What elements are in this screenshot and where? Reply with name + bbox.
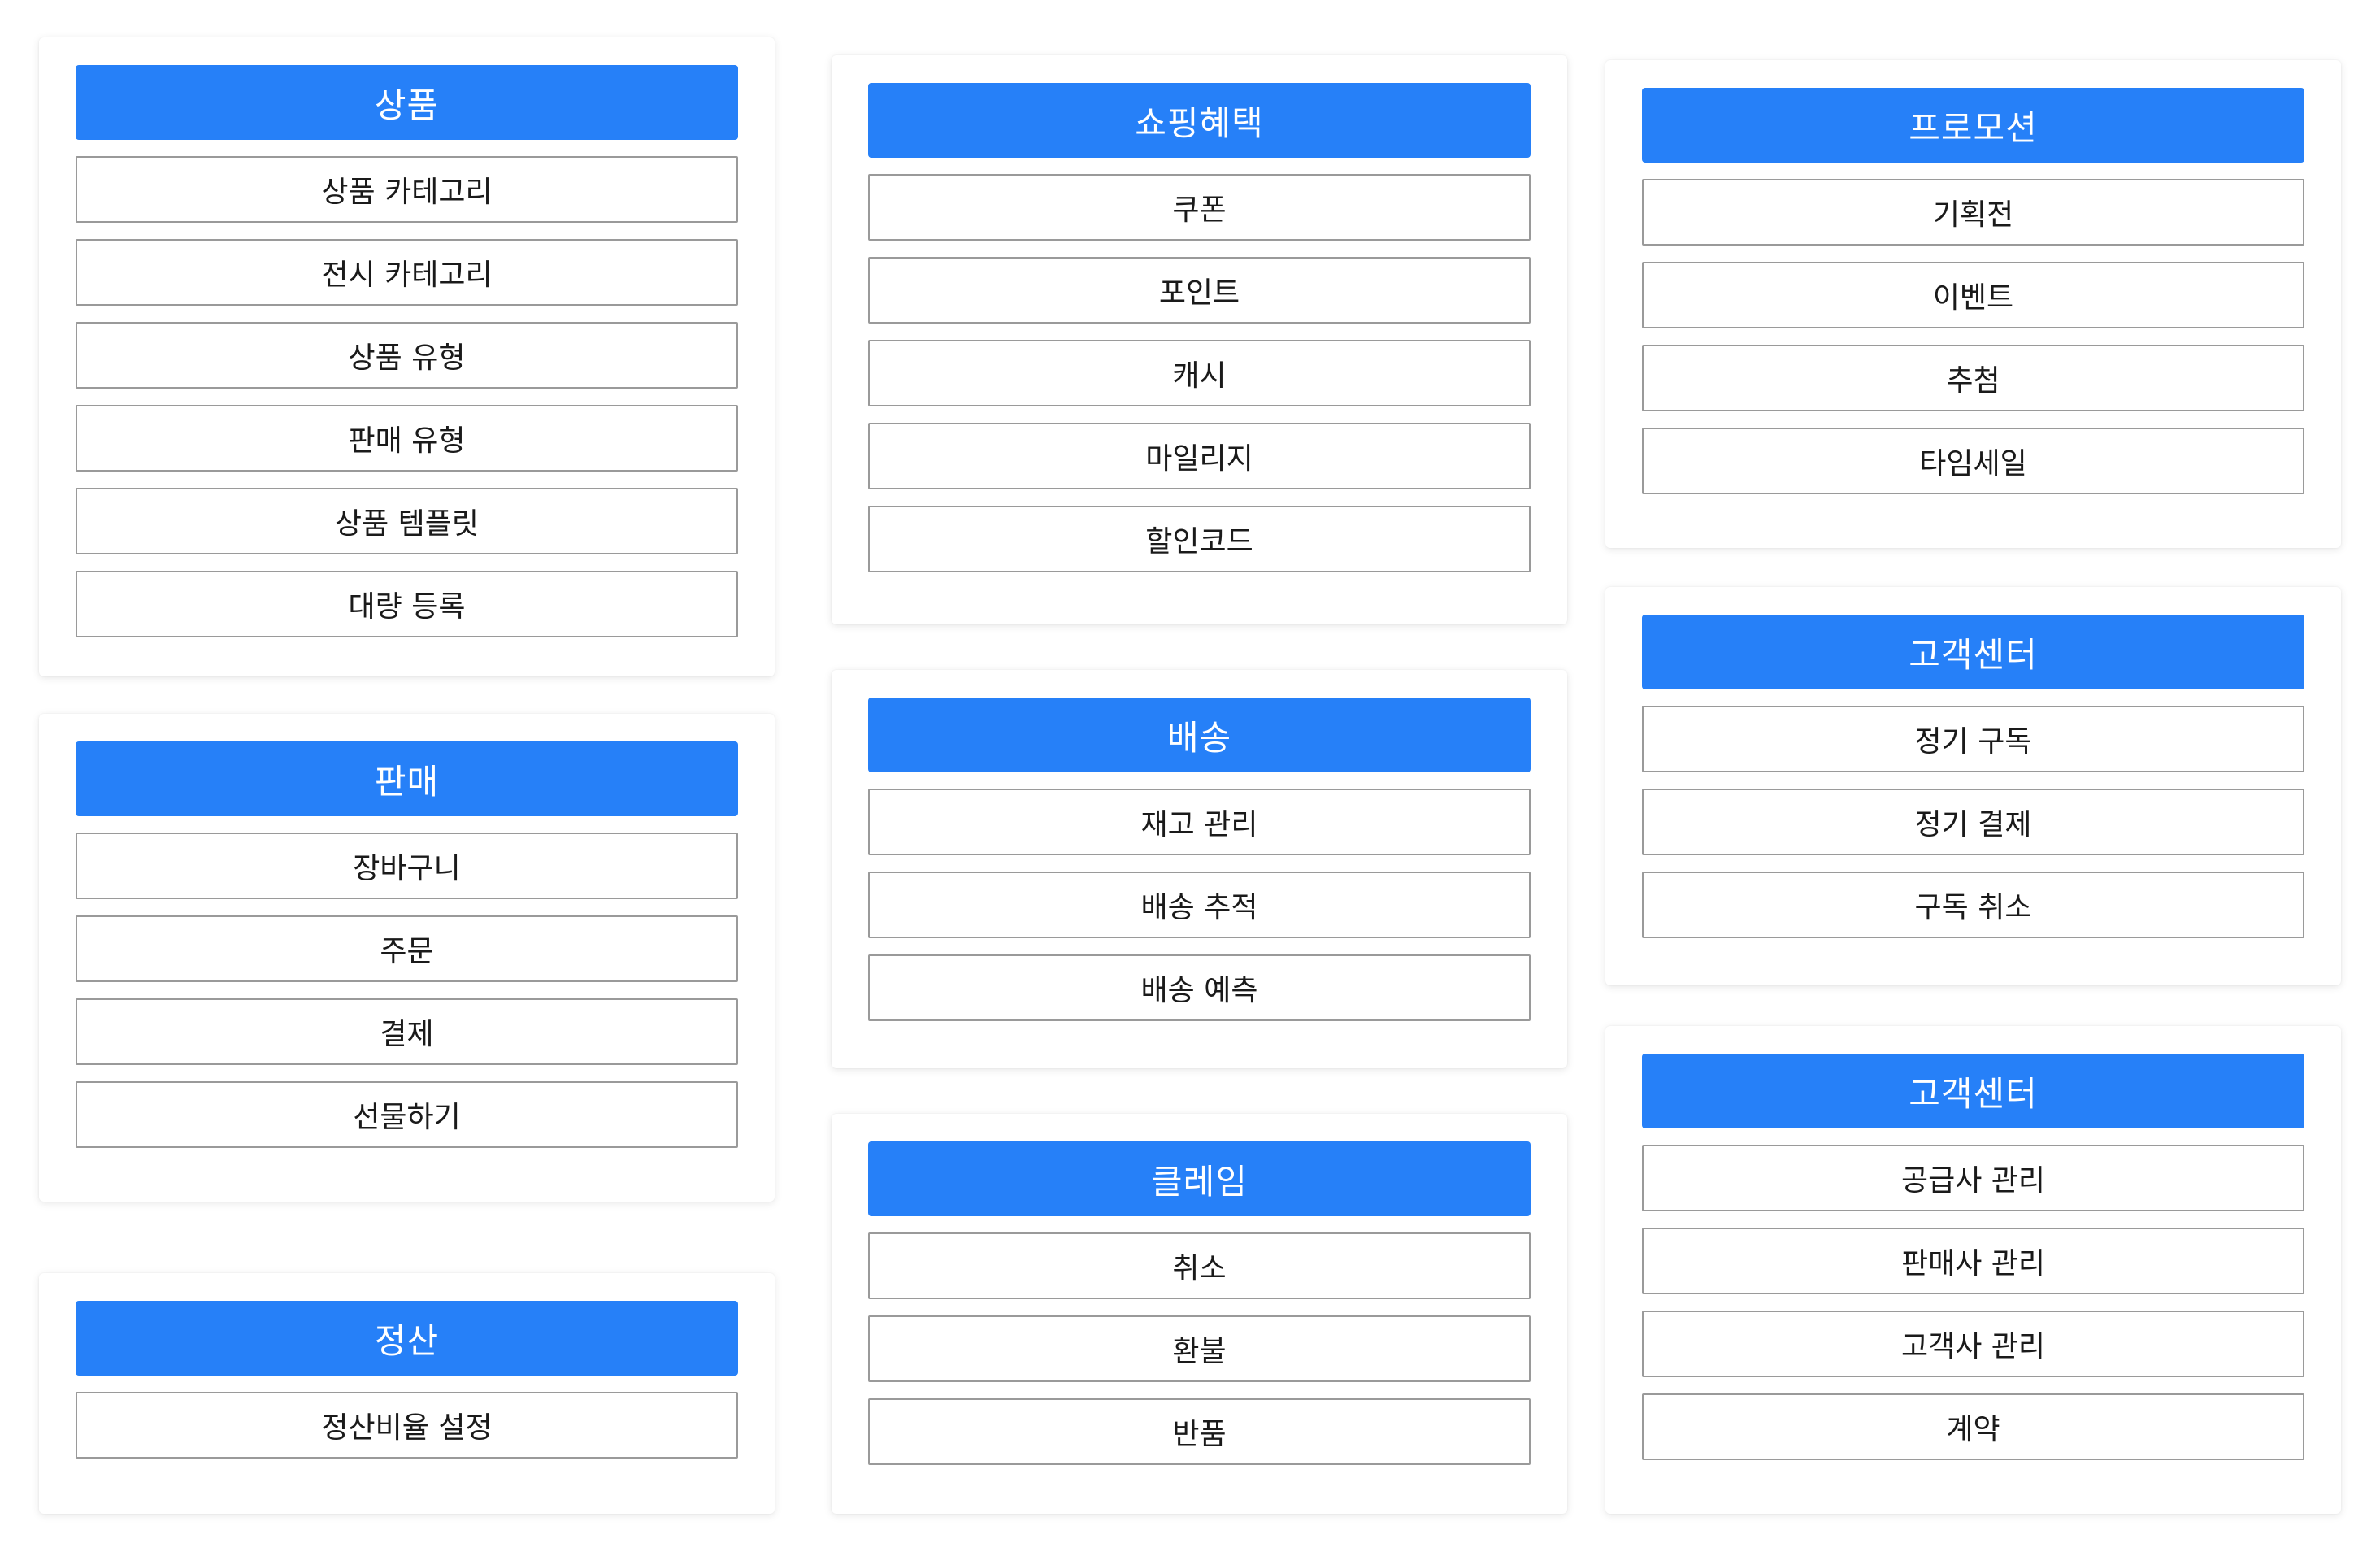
menu-item-client-management[interactable]: 고객사 관리 xyxy=(1642,1311,2304,1377)
menu-item-cancel[interactable]: 취소 xyxy=(868,1232,1531,1299)
menu-item-inventory[interactable]: 재고 관리 xyxy=(868,789,1531,855)
card-items: 공급사 관리 판매사 관리 고객사 관리 계약 xyxy=(1642,1145,2304,1460)
card-header-product: 상품 xyxy=(76,65,738,140)
card-header-customer-center: 고객센터 xyxy=(1642,1054,2304,1128)
card-delivery: 배송 재고 관리 배송 추적 배송 예측 xyxy=(832,670,1567,1068)
menu-item-product-category[interactable]: 상품 카테고리 xyxy=(76,156,738,223)
card-items: 상품 카테고리 전시 카테고리 상품 유형 판매 유형 상품 템플릿 대량 등록 xyxy=(76,156,738,637)
menu-item-seller-management[interactable]: 판매사 관리 xyxy=(1642,1228,2304,1294)
menu-item-cart[interactable]: 장바구니 xyxy=(76,833,738,899)
menu-item-subscription-cancel[interactable]: 구독 취소 xyxy=(1642,872,2304,938)
card-header-sales: 판매 xyxy=(76,741,738,816)
menu-item-order[interactable]: 주문 xyxy=(76,915,738,982)
card-customer-center-subscription: 고객센터 정기 구독 정기 결제 구독 취소 xyxy=(1605,587,2341,985)
menu-item-return[interactable]: 반품 xyxy=(868,1398,1531,1465)
card-header-claim: 클레임 xyxy=(868,1141,1531,1216)
menu-item-coupon[interactable]: 쿠폰 xyxy=(868,174,1531,241)
card-header-settlement: 정산 xyxy=(76,1301,738,1376)
menu-item-product-type[interactable]: 상품 유형 xyxy=(76,322,738,389)
menu-item-event[interactable]: 이벤트 xyxy=(1642,262,2304,328)
menu-item-point[interactable]: 포인트 xyxy=(868,257,1531,324)
menu-item-product-template[interactable]: 상품 템플릿 xyxy=(76,488,738,554)
card-items: 재고 관리 배송 추적 배송 예측 xyxy=(868,789,1531,1021)
menu-item-display-category[interactable]: 전시 카테고리 xyxy=(76,239,738,306)
menu-item-lottery[interactable]: 추첨 xyxy=(1642,345,2304,411)
menu-item-time-sale[interactable]: 타임세일 xyxy=(1642,428,2304,494)
menu-item-mileage[interactable]: 마일리지 xyxy=(868,423,1531,489)
menu-item-contract[interactable]: 계약 xyxy=(1642,1393,2304,1460)
menu-item-delivery-forecast[interactable]: 배송 예측 xyxy=(868,954,1531,1021)
card-items: 정기 구독 정기 결제 구독 취소 xyxy=(1642,706,2304,938)
menu-item-settlement-ratio[interactable]: 정산비율 설정 xyxy=(76,1392,738,1459)
card-promotion: 프로모션 기획전 이벤트 추첨 타임세일 xyxy=(1605,60,2341,548)
menu-item-discount-code[interactable]: 할인코드 xyxy=(868,506,1531,572)
card-customer-center-partners: 고객센터 공급사 관리 판매사 관리 고객사 관리 계약 xyxy=(1605,1026,2341,1514)
menu-item-sales-type[interactable]: 판매 유형 xyxy=(76,405,738,472)
menu-item-regular-subscription[interactable]: 정기 구독 xyxy=(1642,706,2304,772)
card-header-customer-center: 고객센터 xyxy=(1642,615,2304,689)
card-items: 정산비율 설정 xyxy=(76,1392,738,1459)
menu-item-exhibition[interactable]: 기획전 xyxy=(1642,179,2304,246)
card-shopping-benefit: 쇼핑혜택 쿠폰 포인트 캐시 마일리지 할인코드 xyxy=(832,55,1567,624)
menu-item-cash[interactable]: 캐시 xyxy=(868,340,1531,406)
card-header-shopping-benefit: 쇼핑혜택 xyxy=(868,83,1531,158)
card-product: 상품 상품 카테고리 전시 카테고리 상품 유형 판매 유형 상품 템플릿 대량… xyxy=(39,37,775,676)
card-items: 쿠폰 포인트 캐시 마일리지 할인코드 xyxy=(868,174,1531,572)
menu-item-gift[interactable]: 선물하기 xyxy=(76,1081,738,1148)
menu-item-payment[interactable]: 결제 xyxy=(76,998,738,1065)
menu-item-bulk-register[interactable]: 대량 등록 xyxy=(76,571,738,637)
menu-item-delivery-tracking[interactable]: 배송 추적 xyxy=(868,872,1531,938)
menu-item-regular-payment[interactable]: 정기 결제 xyxy=(1642,789,2304,855)
card-items: 장바구니 주문 결제 선물하기 xyxy=(76,833,738,1148)
card-header-delivery: 배송 xyxy=(868,698,1531,772)
menu-item-refund[interactable]: 환불 xyxy=(868,1315,1531,1382)
card-sales: 판매 장바구니 주문 결제 선물하기 xyxy=(39,714,775,1202)
card-header-promotion: 프로모션 xyxy=(1642,88,2304,163)
card-claim: 클레임 취소 환불 반품 xyxy=(832,1114,1567,1514)
card-settlement: 정산 정산비율 설정 xyxy=(39,1273,775,1514)
menu-item-supplier-management[interactable]: 공급사 관리 xyxy=(1642,1145,2304,1211)
card-items: 기획전 이벤트 추첨 타임세일 xyxy=(1642,179,2304,494)
card-items: 취소 환불 반품 xyxy=(868,1232,1531,1465)
